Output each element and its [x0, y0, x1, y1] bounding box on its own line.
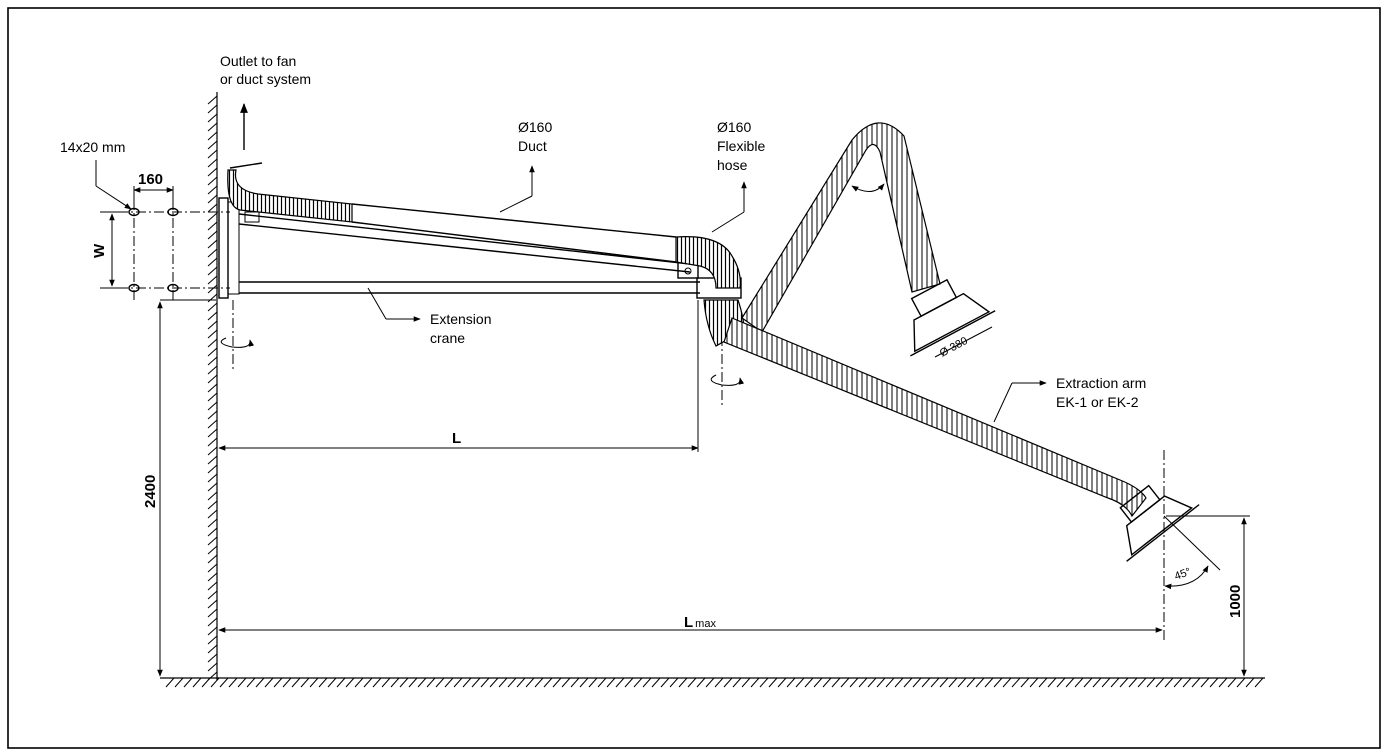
- extraction-arm-raised: [741, 122, 996, 358]
- max-length-main: L: [684, 614, 693, 631]
- arm-label-line2: EK-1 or EK-2: [1056, 394, 1139, 410]
- length-dimension: L: [452, 430, 461, 447]
- extraction-arm-extended: [723, 317, 1221, 642]
- dimension-lines: [157, 299, 1250, 677]
- drawing-border: [7, 7, 1381, 749]
- duct-pipe: [227, 162, 741, 289]
- outlet-label-line1: Outlet to fan: [220, 53, 296, 69]
- arm-label-line1: Extraction arm: [1056, 375, 1146, 391]
- crane-label-line1: Extension: [430, 311, 491, 327]
- max-length-sub: max: [695, 618, 716, 630]
- duct-label: Duct: [518, 138, 547, 154]
- hose-diameter-label: Ø160: [717, 119, 751, 135]
- width-dimension: W: [91, 243, 108, 258]
- extension-crane: [238, 211, 745, 408]
- mount-height-dimension: 2400: [142, 475, 159, 508]
- angle-label: 45°: [1173, 566, 1193, 583]
- floor: [160, 677, 1265, 688]
- bolt-size-label: 14x20 mm: [60, 139, 125, 155]
- hood-height-dimension: 1000: [1227, 585, 1244, 618]
- bolt-spacing-dimension: 160: [138, 171, 163, 188]
- crane-label-line2: crane: [430, 330, 465, 346]
- callout-leaders: [367, 165, 1047, 423]
- wall-bracket-holes: [95, 160, 230, 300]
- hose-label-line1: Flexible: [717, 138, 765, 154]
- outlet-label-line2: or duct system: [220, 71, 311, 87]
- hose-label-line2: hose: [717, 157, 748, 173]
- duct-diameter-label: Ø160: [518, 119, 552, 135]
- wall: [207, 92, 218, 681]
